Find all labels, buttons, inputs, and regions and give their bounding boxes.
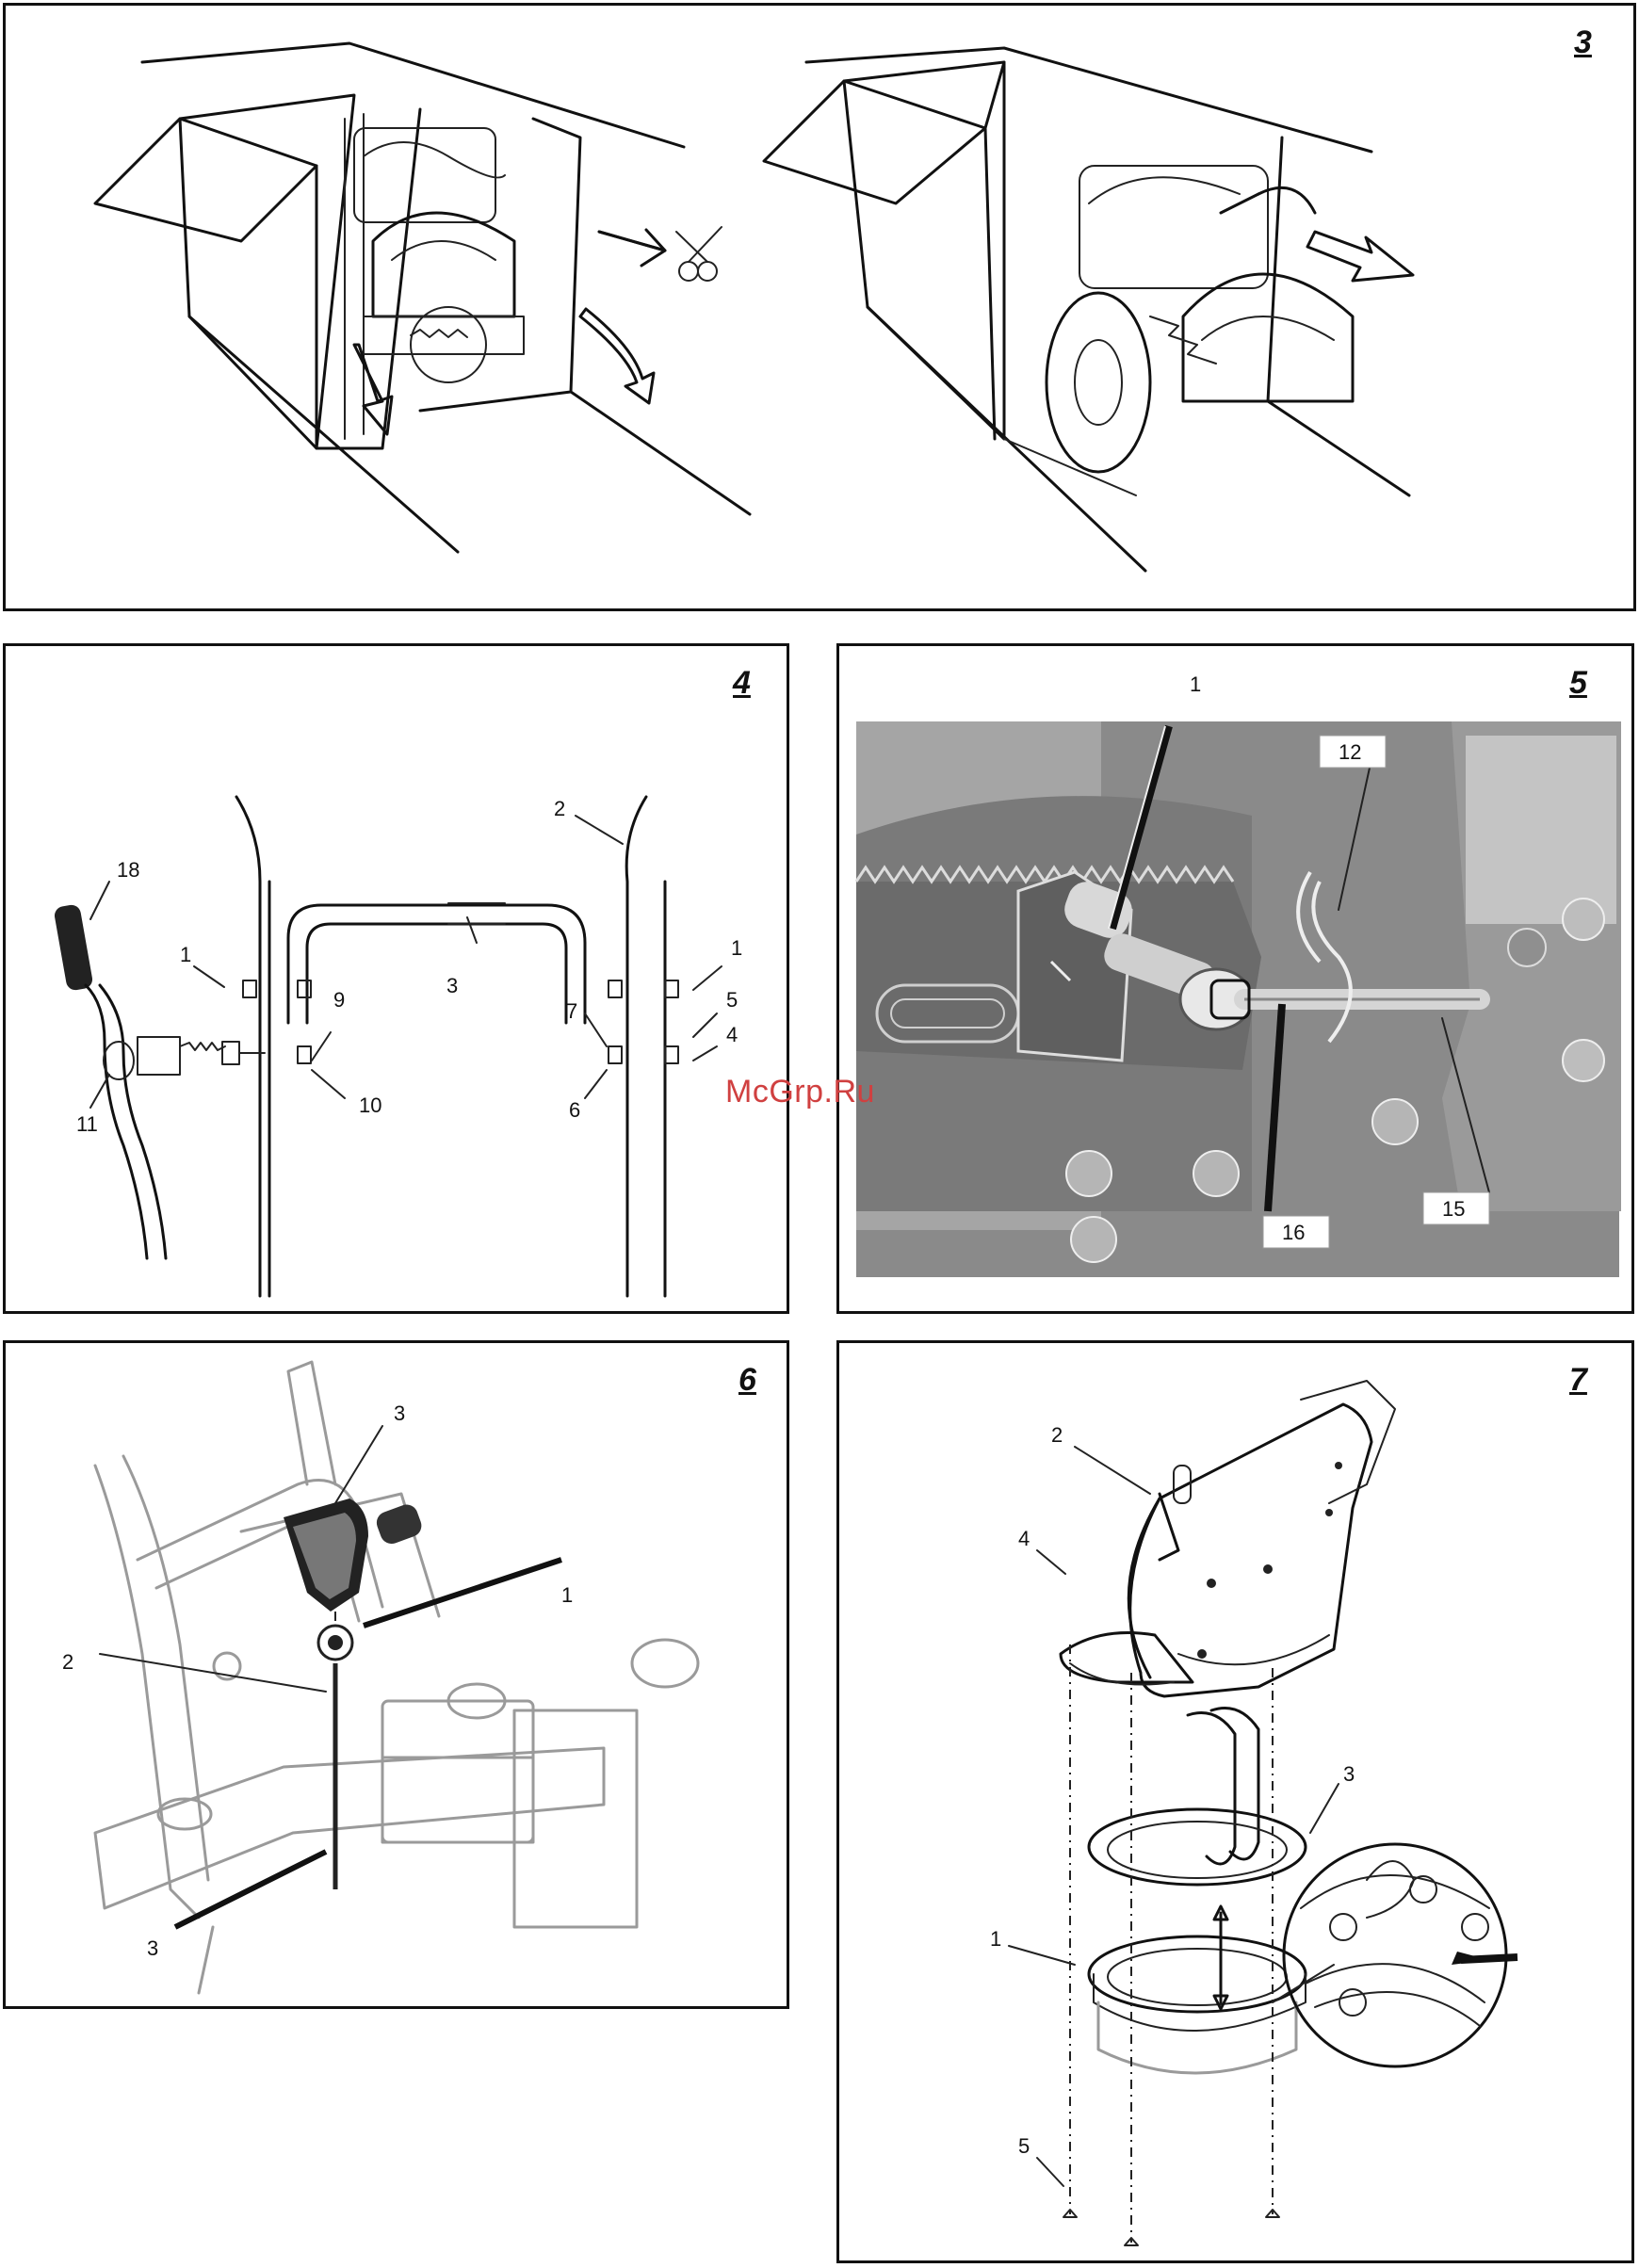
box-right <box>764 48 1409 571</box>
control-lever <box>53 903 265 1258</box>
callout-label: 16 <box>1282 1221 1305 1244</box>
snowblower-in-box <box>354 128 524 382</box>
box-left <box>95 43 750 552</box>
callout-label: 1 <box>561 1583 573 1607</box>
callout-label: 3 <box>394 1401 405 1425</box>
callout-label: 4 <box>726 1023 738 1046</box>
callout-label: 2 <box>554 797 565 820</box>
callout-label: 5 <box>726 988 738 1012</box>
unboxing-illustration <box>6 6 1636 611</box>
scissors-icon <box>676 227 722 281</box>
callout-label: 7 <box>566 999 577 1023</box>
callout-label: 12 <box>1339 740 1361 764</box>
handle-assembly-illustration: 18 1 9 3 2 1 5 4 7 6 10 11 <box>6 646 789 1314</box>
chute-assembly-illustration: 2 4 3 1 5 <box>839 1343 1634 2263</box>
callout-label: 5 <box>1018 2134 1030 2158</box>
watermark: McGrp.Ru <box>725 1074 875 1110</box>
leader-lines <box>1009 1447 1339 2186</box>
knob-installation-illustration: 3 1 2 3 <box>6 1343 789 2009</box>
figure-3-panel: 3 <box>3 3 1636 611</box>
assembly-lines <box>1063 1644 1334 2245</box>
callout-label: 9 <box>333 988 345 1012</box>
callout-label: 2 <box>1051 1423 1063 1447</box>
callout-label: 6 <box>569 1098 580 1122</box>
knob-and-rod <box>100 1426 561 1927</box>
background-handle <box>95 1362 698 1993</box>
callout-label: 1 <box>990 1927 1001 1951</box>
callout-label: 3 <box>1343 1762 1355 1786</box>
callout-label: 3 <box>147 1936 158 1960</box>
callout-label: 15 <box>1442 1197 1465 1221</box>
callout-label: 10 <box>359 1094 381 1117</box>
drive-linkage-photo: 1 12 16 15 <box>839 646 1634 1314</box>
chute <box>1061 1381 1395 1696</box>
arrow-pull-out <box>1307 232 1413 281</box>
callout-label: 2 <box>62 1650 73 1674</box>
callout-label: 4 <box>1018 1527 1030 1550</box>
figure-5-panel: 5 1 12 16 <box>836 643 1634 1314</box>
callout-label: 3 <box>446 974 458 997</box>
detail-circle <box>1284 1844 1517 2066</box>
figure-4-panel: 4 <box>3 643 789 1314</box>
figure-7-panel: 7 <box>836 1340 1634 2263</box>
figure-6-panel: 6 <box>3 1340 789 2009</box>
callout-label: 1 <box>731 936 742 960</box>
callout-label: 11 <box>76 1112 98 1136</box>
callout-label: 1 <box>180 943 191 966</box>
arrows-left <box>354 230 665 434</box>
callout-label: 18 <box>117 858 139 882</box>
callout-label: 1 <box>1190 672 1201 696</box>
